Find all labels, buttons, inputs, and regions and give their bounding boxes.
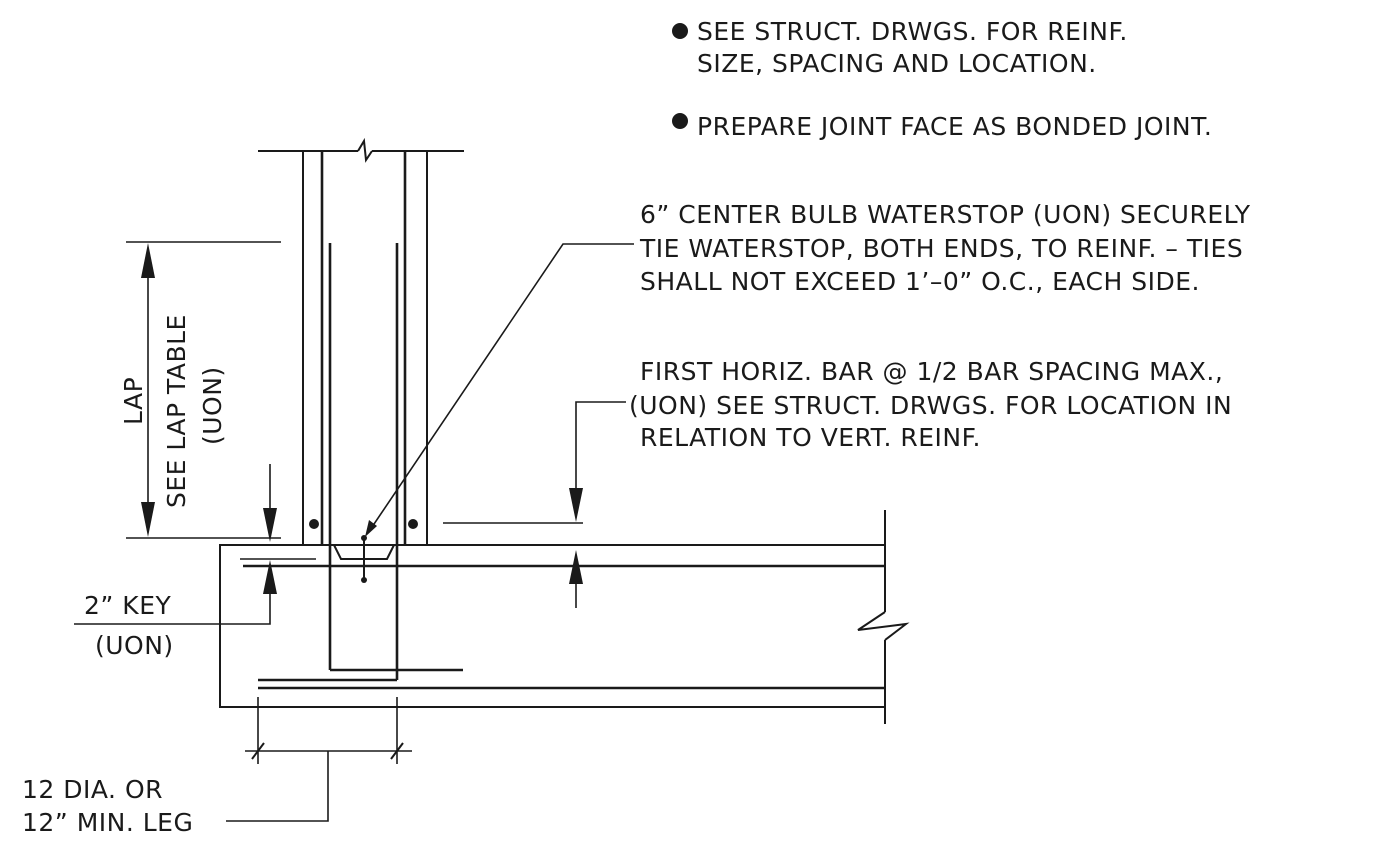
bullet-dot <box>672 23 688 39</box>
waterstop-leader-line <box>369 243 634 531</box>
note-1-line-2: SIZE, SPACING AND LOCATION. <box>697 49 1097 78</box>
slab <box>219 510 910 724</box>
leg-label-line-2: 12” MIN. LEG <box>22 808 193 837</box>
waterstop-line-2: TIE WATERSTOP, BOTH ENDS, TO REINF. – TI… <box>639 234 1243 263</box>
key-arrow-down <box>263 508 277 542</box>
horiz-bar-left <box>309 519 319 529</box>
first-bar-line-1: FIRST HORIZ. BAR @ 1/2 BAR SPACING MAX., <box>640 357 1223 386</box>
waterstop-line-3: SHALL NOT EXCEED 1’–0” O.C., EACH SIDE. <box>640 267 1200 296</box>
key-leader <box>74 594 271 625</box>
horiz-bar-right <box>408 519 418 529</box>
general-notes: SEE STRUCT. DRWGS. FOR REINF. SIZE, SPAC… <box>672 17 1212 141</box>
lap-arrow-down <box>141 502 155 537</box>
first-bar-callout: FIRST HORIZ. BAR @ 1/2 BAR SPACING MAX.,… <box>443 357 1232 608</box>
first-bar-line-2: (UON) SEE STRUCT. DRWGS. FOR LOCATION IN <box>629 391 1232 420</box>
slab-outline <box>219 544 885 708</box>
leg-dimension: 12 DIA. OR 12” MIN. LEG <box>22 697 412 837</box>
leg-leader <box>226 751 329 822</box>
leg-tick-right <box>390 742 404 760</box>
waterstop-bulb-top <box>361 535 367 541</box>
key-arrow-up <box>263 560 277 594</box>
leg-label-line-1: 12 DIA. OR <box>22 775 163 804</box>
waterstop-line-1: 6” CENTER BULB WATERSTOP (UON) SECURELY <box>640 200 1251 229</box>
leg-tick-left <box>251 742 265 760</box>
first-bar-arrow-down <box>569 488 583 522</box>
lap-uon-label: (UON) <box>198 366 227 445</box>
lap-arrow-up <box>141 243 155 278</box>
waterstop-leader-arrowhead <box>365 520 377 537</box>
note-1-line-1: SEE STRUCT. DRWGS. FOR REINF. <box>697 17 1128 46</box>
first-bar-line-3: RELATION TO VERT. REINF. <box>640 423 981 452</box>
waterstop-callout: 6” CENTER BULB WATERSTOP (UON) SECURELY … <box>365 200 1251 537</box>
key-dimension: 2” KEY (UON) <box>74 464 316 660</box>
waterstop <box>356 535 372 583</box>
first-bar-leader-line <box>575 401 626 490</box>
key-uon-label: (UON) <box>95 631 174 660</box>
slab-break-symbol <box>857 611 910 641</box>
lap-see-table-label: SEE LAP TABLE <box>162 314 191 508</box>
note-2: PREPARE JOINT FACE AS BONDED JOINT. <box>697 112 1212 141</box>
key-label: 2” KEY <box>84 591 171 620</box>
bullet-dot <box>672 113 688 129</box>
lap-dimension: LAP SEE LAP TABLE (UON) <box>119 241 281 539</box>
wall-break-symbol <box>357 137 373 163</box>
waterstop-bulb-bottom <box>361 577 367 583</box>
lap-label: LAP <box>119 377 148 425</box>
wall <box>258 137 464 680</box>
